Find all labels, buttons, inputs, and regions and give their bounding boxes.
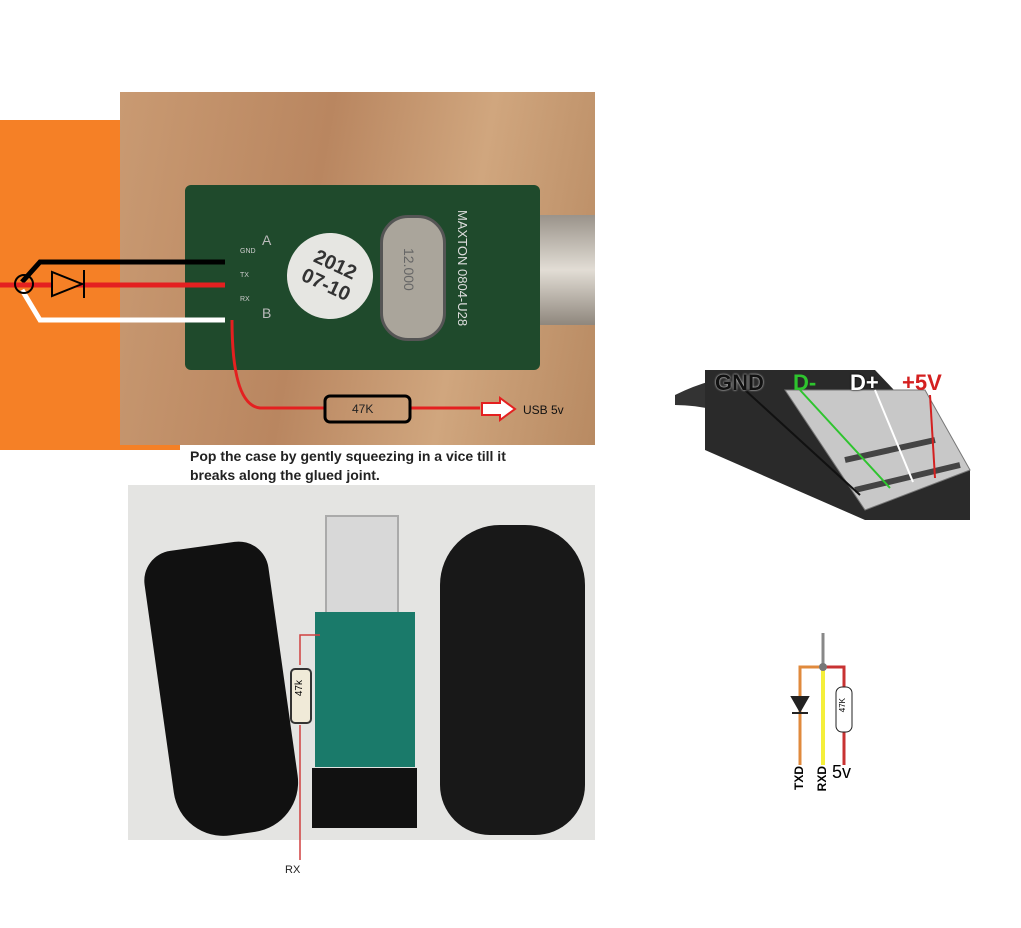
pad-tx: TX xyxy=(240,272,249,279)
crystal-label: 12.000 xyxy=(401,248,417,291)
label-a: A xyxy=(262,232,272,248)
txd-wire xyxy=(798,665,823,765)
usb-plug-pinout xyxy=(675,370,971,520)
wiring-overlay xyxy=(0,259,517,424)
txd-label: TXD xyxy=(792,766,806,790)
rx-line xyxy=(299,634,320,860)
pcb-small xyxy=(315,612,415,767)
usb-5v-label: USB 5v xyxy=(523,403,564,417)
diode-icon xyxy=(51,270,85,298)
maker-label: MAXTON 0804-U28 xyxy=(455,210,470,326)
schematic-resistor-label: 47K xyxy=(838,698,847,713)
case-half-right xyxy=(440,525,585,835)
crystal: 12.000 xyxy=(380,215,446,341)
rx-label: RX xyxy=(285,864,301,876)
junction-icon xyxy=(14,274,34,294)
resistor-wire xyxy=(230,319,480,410)
5v-label: 5v xyxy=(832,762,852,782)
rx-wire xyxy=(19,288,225,323)
resistor-label: 47K xyxy=(352,402,374,416)
schematic xyxy=(790,633,853,765)
pad-labels: GND TX RX xyxy=(240,240,256,312)
junction-dot xyxy=(819,663,827,671)
resistor-box xyxy=(323,394,412,424)
pin-5v-label: +5V xyxy=(902,370,942,395)
arrow-icon xyxy=(481,396,517,422)
pin-gnd-label: GND xyxy=(715,370,764,395)
pad-rx: RX xyxy=(240,296,250,303)
pin-dminus-label: D- xyxy=(793,370,817,395)
caption: Pop the case by gently squeezing in a vi… xyxy=(190,448,506,483)
maker: MAXTON xyxy=(455,210,470,266)
diode-icon xyxy=(790,696,810,714)
usb-plug-metal xyxy=(540,215,595,325)
rxd-label: RXD xyxy=(815,766,829,792)
resistor-47k: 47k xyxy=(290,668,312,724)
resistor-icon xyxy=(835,686,853,733)
usb-connector xyxy=(325,515,399,619)
strain-relief xyxy=(312,768,417,828)
pin-dplus-label: D+ xyxy=(850,370,879,395)
pad-gnd: GND xyxy=(240,248,256,255)
label-b: B xyxy=(262,305,272,321)
part: 0804-U28 xyxy=(455,269,470,327)
